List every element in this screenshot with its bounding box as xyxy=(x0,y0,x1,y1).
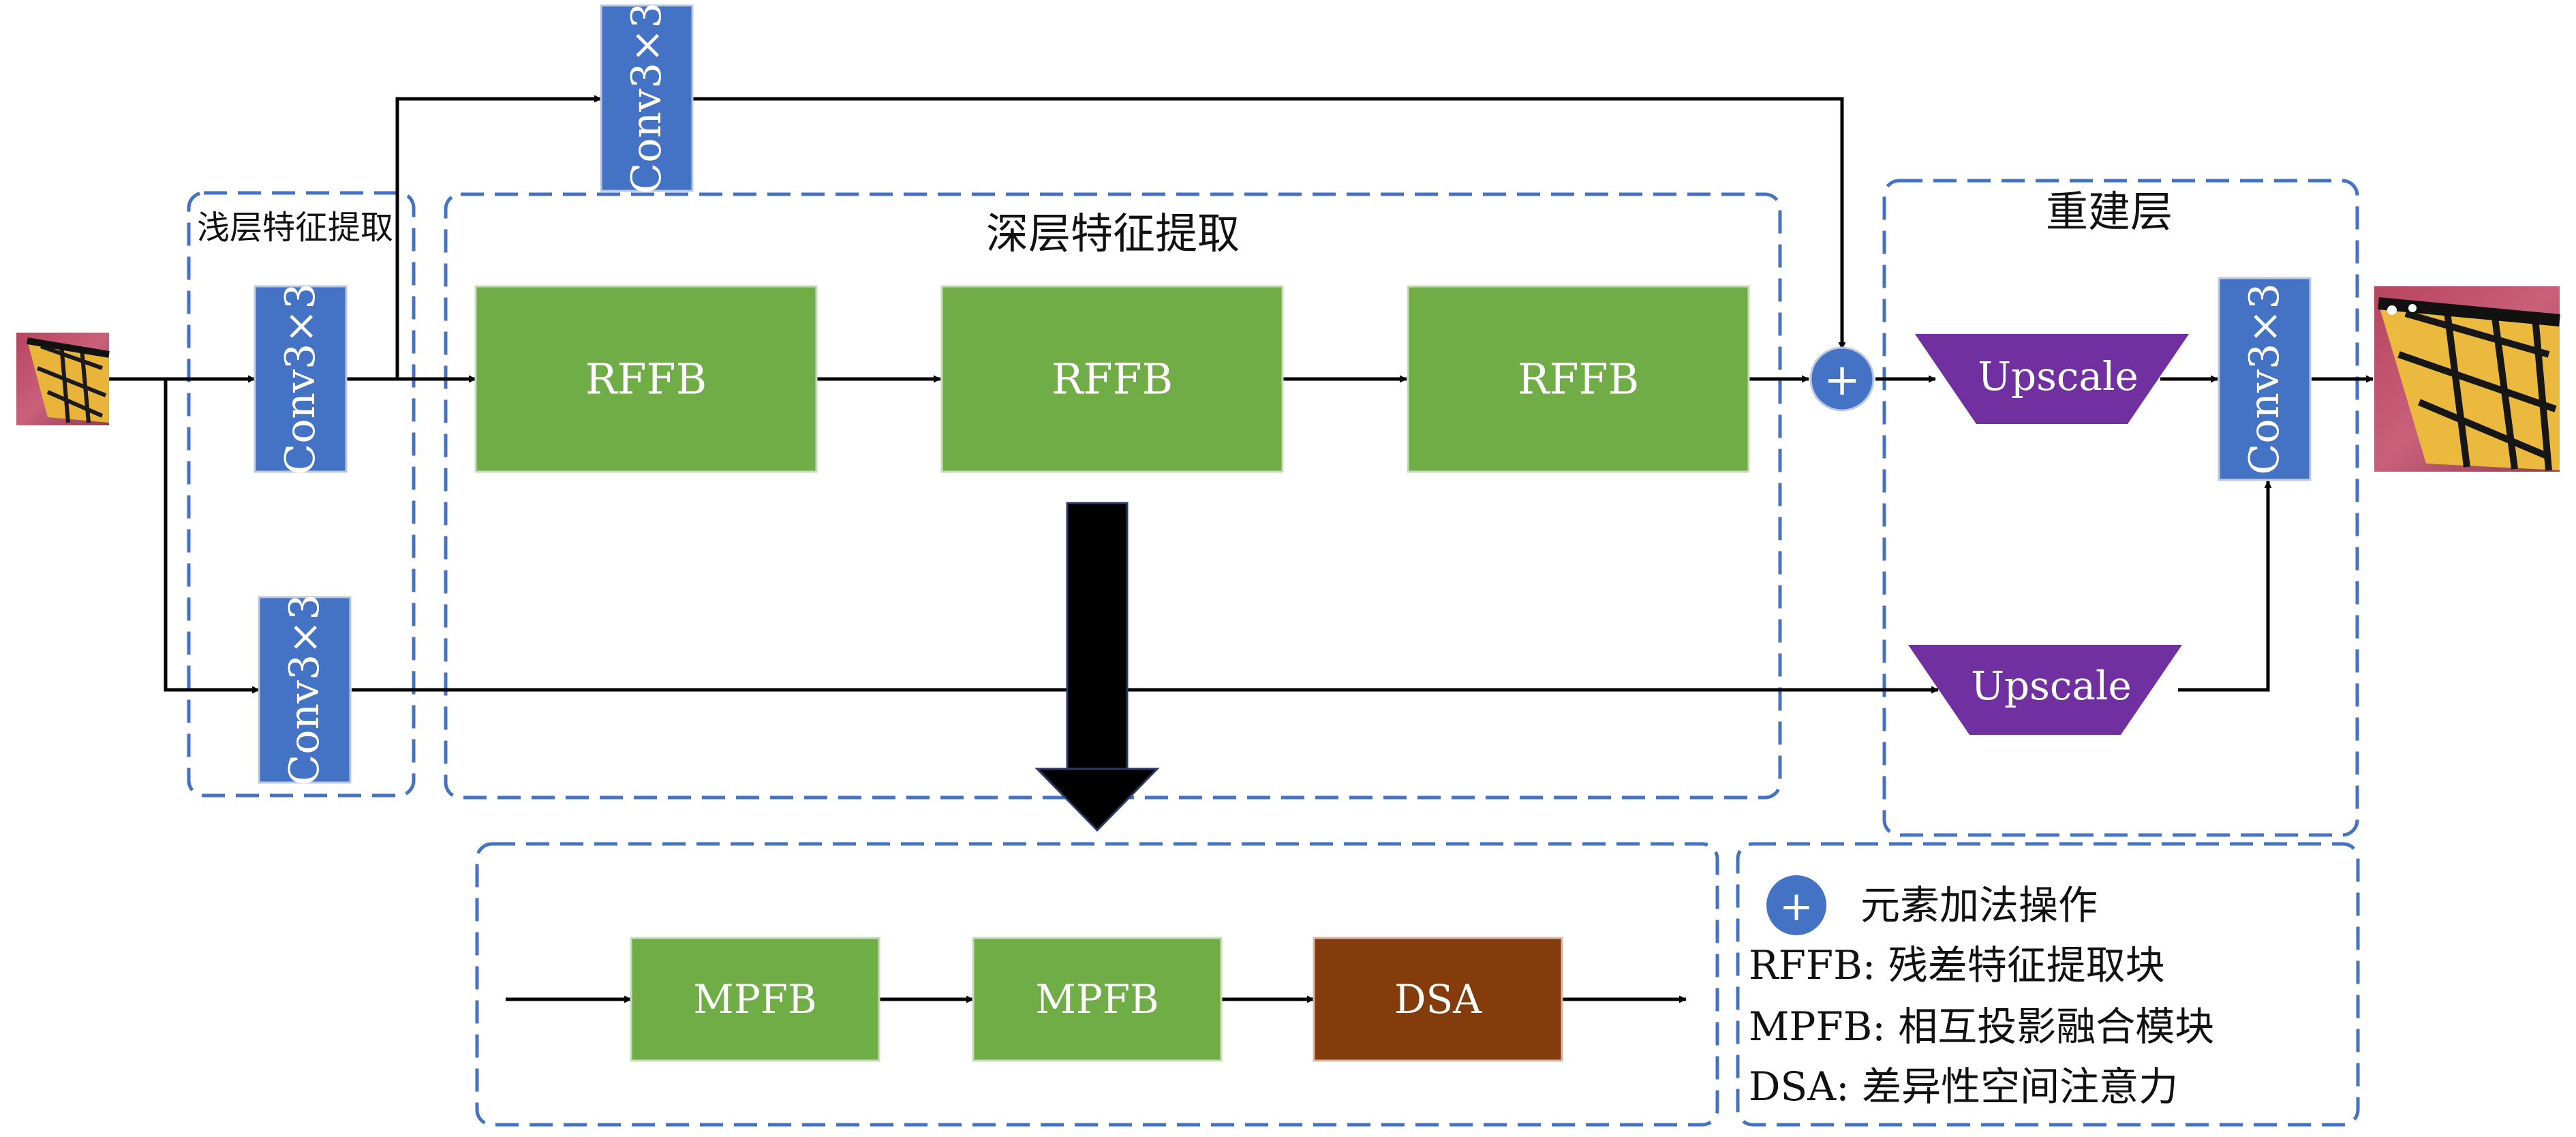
rffb-label: RFFB xyxy=(585,354,707,404)
mpfb-label: MPFB xyxy=(693,976,816,1022)
legend-add-symbol: + xyxy=(1779,883,1813,930)
legend-rffb-text: RFFB: 残差特征提取块 xyxy=(1749,942,2165,988)
rffb-block-2: RFFB xyxy=(940,285,1284,473)
legend-add-text: 元素加法操作 xyxy=(1860,882,2098,928)
upscale-label: Upscale xyxy=(1978,353,2138,399)
rffb-block-3: RFFB xyxy=(1407,285,1750,473)
conv-label: Conv3×3 xyxy=(623,2,671,194)
rffb-label: RFFB xyxy=(1052,354,1173,404)
legend-add-icon xyxy=(1766,875,1826,935)
mpfb-block-1: MPFB xyxy=(630,937,880,1062)
add-symbol: + xyxy=(1824,355,1860,406)
conv-label: Conv3×3 xyxy=(281,594,328,785)
dsa-label: DSA xyxy=(1394,976,1482,1022)
legend-mpfb-text: MPFB: 相互投影融合模块 xyxy=(1749,1003,2214,1050)
deep-feature-title: 深层特征提取 xyxy=(986,209,1240,258)
mpfb-label: MPFB xyxy=(1035,976,1159,1022)
shallow-feature-title: 浅层特征提取 xyxy=(197,209,393,247)
output-image xyxy=(2374,286,2560,472)
upscale-block-top: Upscale xyxy=(1915,334,2189,424)
conv-label: Conv3×3 xyxy=(2241,283,2288,474)
conv-label: Conv3×3 xyxy=(277,283,324,474)
element-wise-add-node: + xyxy=(1809,346,1875,412)
conv-block-top: Conv3×3 xyxy=(600,2,694,194)
reconstruction-title: 重建层 xyxy=(2046,187,2173,237)
conv-block-reconstruction: Conv3×3 xyxy=(2218,277,2312,481)
legend-dsa-text: DSA: 差异性空间注意力 xyxy=(1749,1063,2178,1110)
expand-arrow xyxy=(1034,502,1160,832)
input-image xyxy=(16,333,110,425)
mpfb-block-2: MPFB xyxy=(972,937,1223,1062)
conv-block-shallow: Conv3×3 xyxy=(254,283,348,475)
upscale-label: Upscale xyxy=(1971,663,2132,709)
rffb-detail-frame xyxy=(475,842,1719,1127)
rffb-block-1: RFFB xyxy=(474,285,818,473)
reconstruction-frame xyxy=(1882,179,2359,837)
dsa-block: DSA xyxy=(1313,937,1563,1062)
upscale-block-bottom: Upscale xyxy=(1908,645,2182,735)
legend: + 元素加法操作 RFFB: 残差特征提取块 MPFB: 相互投影融合模块 DS… xyxy=(1749,875,2214,1110)
conv-block-bottom: Conv3×3 xyxy=(258,594,352,786)
legend-frame xyxy=(1736,842,2360,1127)
connection-lines xyxy=(109,95,2374,1003)
rffb-label: RFFB xyxy=(1518,354,1639,404)
